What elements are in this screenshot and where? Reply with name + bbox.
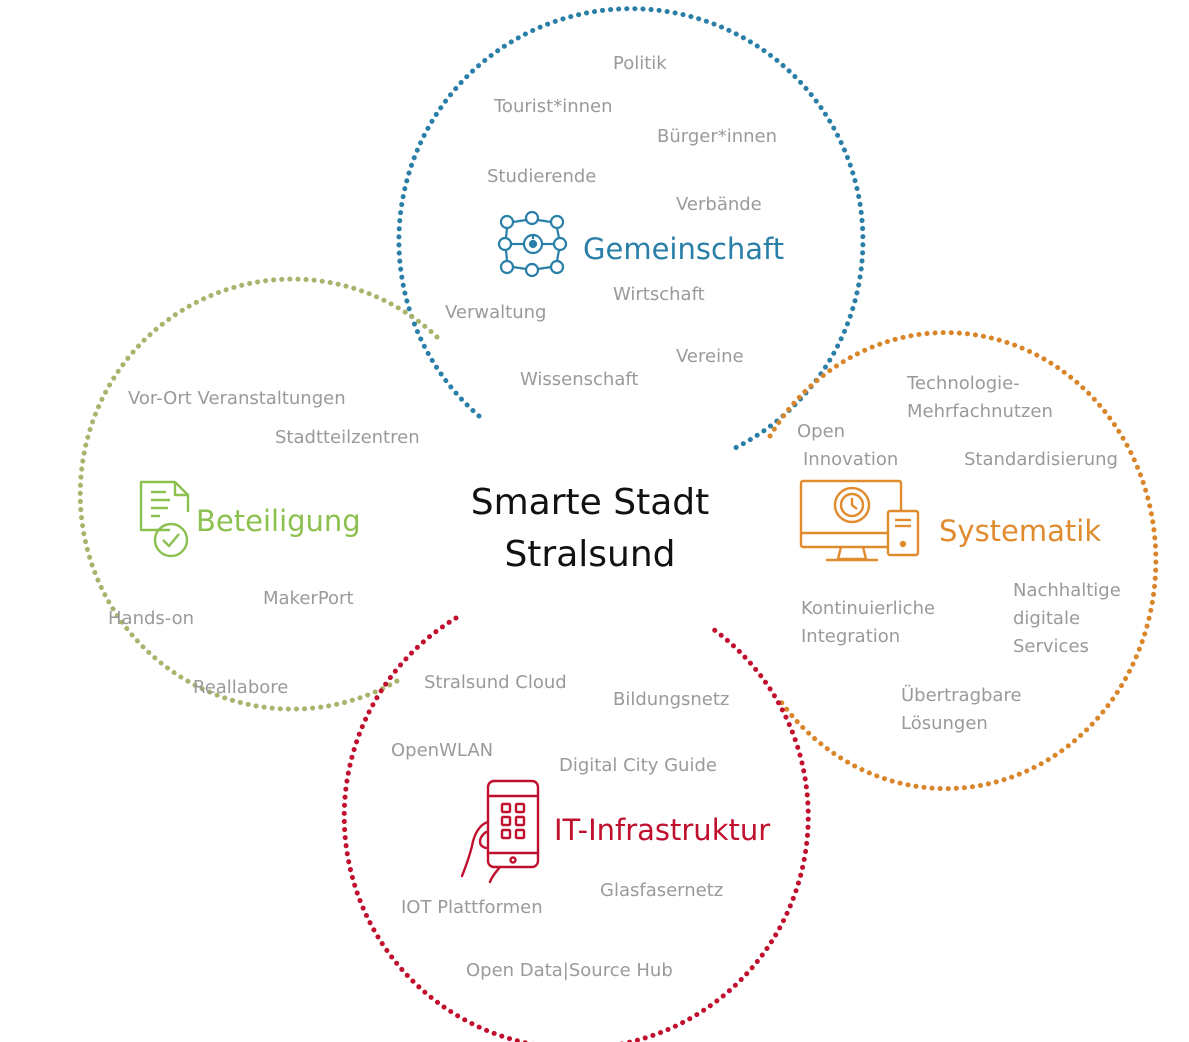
label-politik: Politik [613, 53, 667, 74]
label-nachhaltige-line3: Services [1013, 636, 1089, 657]
label-glasfaser: Glasfasernetz [600, 880, 723, 901]
computer-clock-icon [799, 479, 920, 562]
gemeinschaft-title: Gemeinschaft [583, 232, 784, 266]
systematik-title: Systematik [939, 514, 1101, 548]
label-handson: Hands-on [108, 608, 194, 629]
label-wirtschaft: Wirtschaft [613, 284, 705, 305]
label-makerport: MakerPort [263, 588, 354, 609]
label-touristen: Tourist*innen [493, 96, 613, 117]
systematik-ring [767, 330, 1159, 792]
label-verbaende: Verbände [676, 194, 762, 215]
label-stadtteil: Stadtteilzentren [275, 427, 420, 448]
label-opendata: Open Data|Source Hub [466, 960, 673, 981]
infrastruktur-group: IT-Infrastruktur Stralsund Cloud Bildung… [391, 672, 770, 981]
label-reallabore: Reallabore [193, 677, 288, 698]
label-verwaltung: Verwaltung [445, 302, 546, 323]
label-nachhaltige-line1: Nachhaltige [1013, 580, 1121, 601]
label-buerger: Bürger*innen [657, 126, 777, 147]
label-cityguide: Digital City Guide [559, 755, 717, 776]
center-title-line2: Stralsund [504, 534, 675, 575]
label-iot: IOT Plattformen [401, 897, 543, 918]
label-studierende: Studierende [487, 166, 596, 187]
rings [77, 6, 1159, 1042]
checklist-document-icon [139, 480, 190, 558]
center-title: Smarte Stadt Stralsund [471, 482, 709, 575]
gemeinschaft-group: Gemeinschaft Politik Tourist*innen Bürge… [445, 53, 784, 390]
label-openwlan: OpenWLAN [391, 740, 493, 761]
label-technologie-line1: Technologie- [906, 373, 1020, 394]
label-cloud: Stralsund Cloud [424, 672, 567, 693]
label-standard: Standardisierung [964, 449, 1118, 470]
label-open-line2: Innovation [803, 449, 898, 470]
smartphone-hand-icon [460, 779, 540, 884]
beteiligung-ring [77, 276, 440, 712]
label-uebertragbare-line1: Übertragbare [901, 684, 1022, 706]
label-bildungsnetz: Bildungsnetz [613, 689, 729, 710]
label-wissenschaft: Wissenschaft [520, 369, 638, 390]
infrastruktur-ring [341, 615, 811, 1042]
label-uebertragbare-line2: Lösungen [901, 713, 988, 734]
label-nachhaltige-line2: digitale [1013, 608, 1080, 629]
label-vereine: Vereine [676, 346, 744, 367]
gemeinschaft-ring [396, 6, 866, 452]
label-kontinuierliche-line2: Integration [801, 626, 900, 647]
systematik-group: Systematik Technologie- Mehrfachnutzen O… [797, 373, 1121, 734]
label-open-line1: Open [797, 421, 845, 442]
label-kontinuierliche-line1: Kontinuierliche [801, 598, 935, 619]
center-title-line1: Smarte Stadt [471, 482, 709, 523]
beteiligung-group: Beteiligung Vor-Ort Veranstaltungen Stad… [108, 388, 420, 698]
network-people-icon [497, 210, 568, 278]
infrastruktur-title: IT-Infrastruktur [554, 813, 770, 847]
label-technologie-line2: Mehrfachnutzen [907, 401, 1053, 422]
beteiligung-title: Beteiligung [196, 504, 361, 538]
label-vorort: Vor-Ort Veranstaltungen [128, 388, 346, 409]
